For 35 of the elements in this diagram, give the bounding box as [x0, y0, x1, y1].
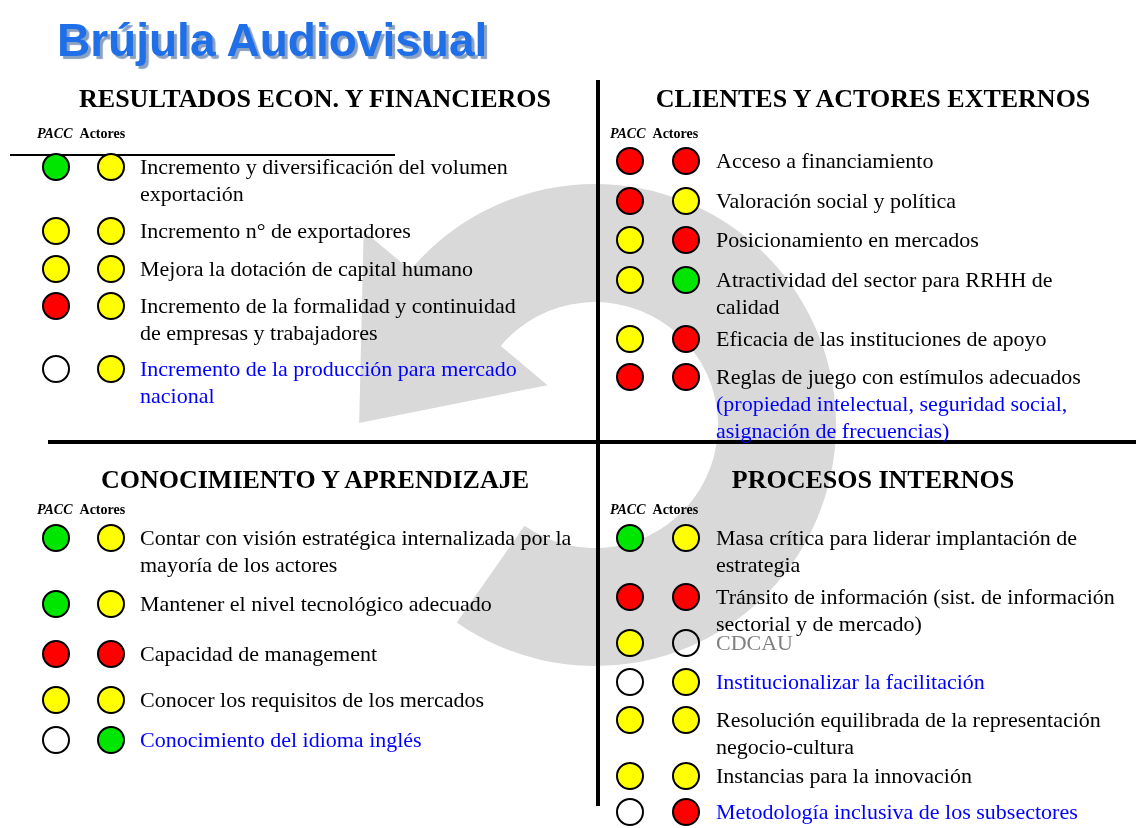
objective-text: Resolución equilibrada de la representación negocio-cultura	[716, 706, 1136, 760]
objective-text: Capacidad de management	[140, 640, 575, 667]
objective-text: Conocimiento del idioma inglés	[140, 726, 575, 753]
objective-text: Institucionalizar la facilitación	[716, 668, 1136, 695]
column-header: Actores	[652, 125, 699, 142]
section-heading: RESULTADOS ECON. Y FINANCIEROS	[79, 84, 551, 114]
objective-text: Incremento y diversificación del volumen exportación	[140, 153, 535, 207]
section-heading: CONOCIMIENTO Y APRENDIZAJE	[100, 465, 530, 495]
objective-text: Posicionamiento en mercados	[716, 226, 1086, 253]
title: Brújula Audiovisual	[57, 13, 488, 68]
objective-text: Incremento de la formalidad y continuidad de empresas y trabajadores	[140, 292, 535, 346]
column-header: Actores	[652, 501, 699, 518]
column-header: PACC	[610, 125, 646, 142]
objective-text: Tránsito de información (sist. de información sectorial y de mercado)	[716, 583, 1136, 637]
column-header: Actores	[79, 501, 126, 518]
objective-text: Acceso a financiamiento	[716, 147, 1086, 174]
objective-text: Instancias para la innovación	[716, 762, 1136, 789]
column-header: Actores	[79, 125, 126, 142]
objective-text: Masa crítica para liderar implantación de estrategia	[716, 524, 1136, 578]
objective-text: Mantener el nivel tecnológico adecuado	[140, 590, 575, 617]
objective-text: Conocer los requisitos de los mercados	[140, 686, 575, 713]
column-header: PACC	[37, 501, 73, 518]
objective-text: Valoración social y política	[716, 187, 1086, 214]
objective-text: Incremento de la producción para mercado nacional	[140, 355, 535, 409]
objective-text: Incremento n° de exportadores	[140, 217, 535, 244]
objective-text: Contar con visión estratégica internalizada por la mayoría de los actores	[140, 524, 575, 578]
column-header: PACC	[37, 125, 73, 142]
section-heading: CLIENTES Y ACTORES EXTERNOS	[655, 84, 1091, 114]
section-heading: PROCESOS INTERNOS	[731, 465, 1015, 495]
objective-text: Atractividad del sector para RRHH de calidad	[716, 266, 1086, 320]
objective-text: Metodología inclusiva de los subsectores	[716, 798, 1136, 825]
objective-text: Mejora la dotación de capital humano	[140, 255, 535, 282]
objective-text: Eficacia de las instituciones de apoyo	[716, 325, 1086, 352]
column-header: PACC	[610, 501, 646, 518]
objective-text: Reglas de juego con estímulos adecuados (propiedad intelectual, seguridad social, asignación de frecuencias)	[716, 363, 1086, 444]
